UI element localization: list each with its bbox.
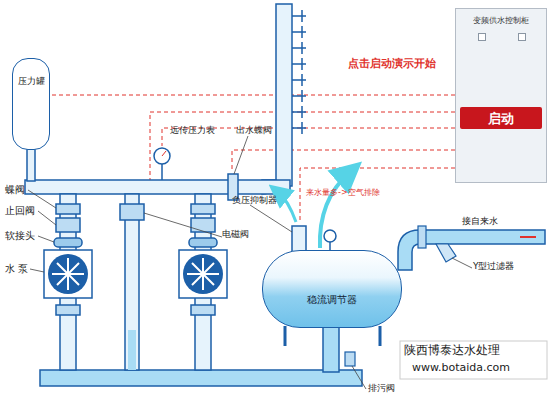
part-label: 水 泵 bbox=[5, 263, 28, 274]
leader-line bbox=[452, 258, 472, 268]
part-label: 蝶阀 bbox=[5, 184, 25, 195]
indicator-lamp bbox=[518, 33, 526, 41]
watermark: www.botaida.com bbox=[412, 362, 510, 374]
tank-neck bbox=[27, 148, 35, 181]
gauge-needle bbox=[162, 151, 166, 156]
part-label: 软接头 bbox=[5, 230, 35, 241]
part-label: 排污阀 bbox=[368, 384, 395, 394]
start-button: 启动 bbox=[460, 107, 542, 129]
riser-taps bbox=[292, 10, 306, 134]
air-arrow bbox=[278, 192, 296, 222]
butterfly-valve bbox=[191, 204, 215, 214]
node-text: 启动 bbox=[460, 110, 542, 128]
pump-inlet-valve bbox=[56, 305, 80, 315]
tank-gauge bbox=[324, 230, 336, 242]
pump-housing bbox=[179, 250, 227, 298]
suppressor bbox=[292, 226, 306, 252]
node-text: 变频供水控制柜 bbox=[456, 15, 546, 26]
leader-line bbox=[352, 366, 366, 389]
part-label: 出水蝶阀 bbox=[236, 126, 272, 136]
pump-symbol bbox=[48, 254, 88, 294]
soft-joint bbox=[189, 238, 217, 247]
check-valve bbox=[56, 218, 80, 232]
leader-line bbox=[38, 236, 54, 242]
soft-joint bbox=[54, 238, 82, 247]
leader-line bbox=[250, 205, 292, 232]
control-wire bbox=[232, 150, 455, 172]
inlet-valve bbox=[418, 226, 426, 248]
gauge-stem bbox=[161, 164, 163, 180]
suction-pipe bbox=[40, 370, 362, 386]
instruction-text: 点击启动演示开始 bbox=[348, 58, 436, 70]
leader-line bbox=[234, 136, 248, 174]
note-text: 来水量多->空气排除 bbox=[306, 189, 380, 198]
pump-housing bbox=[44, 250, 92, 298]
pump-blades bbox=[52, 258, 84, 290]
solenoid-valve bbox=[120, 204, 144, 220]
butterfly-valve bbox=[56, 204, 80, 214]
flow-stabilizer: 稳流调节器 bbox=[262, 250, 402, 328]
y-filter bbox=[436, 244, 456, 262]
air-arrow bbox=[320, 172, 350, 248]
part-label: Y型过滤器 bbox=[473, 262, 515, 272]
part-label: 远传压力表 bbox=[170, 126, 215, 136]
pressure-tank: 压力罐 bbox=[12, 58, 50, 150]
node-text: 压力罐 bbox=[13, 75, 49, 88]
pump-inlet-valve bbox=[191, 305, 215, 315]
control-wires bbox=[40, 95, 455, 222]
part-label: 电磁阀 bbox=[222, 230, 249, 240]
check-valve bbox=[191, 218, 215, 232]
part-label: 接自来水 bbox=[462, 217, 498, 227]
bypass-water bbox=[128, 330, 136, 370]
riser-pipe bbox=[276, 4, 292, 186]
leader-line bbox=[144, 213, 222, 237]
stabilizer-outlet bbox=[323, 326, 339, 372]
node-text: 稳流调节器 bbox=[263, 293, 401, 307]
header-pipe bbox=[25, 180, 290, 194]
leader-line bbox=[30, 269, 44, 272]
watermark: 陕西博泰达水处理 bbox=[404, 344, 500, 357]
part-label: 负压抑制器 bbox=[232, 196, 277, 206]
leader-line bbox=[38, 211, 56, 225]
part-label: 止回阀 bbox=[5, 205, 35, 216]
pump-symbol bbox=[183, 254, 223, 294]
tap-valve bbox=[301, 10, 303, 134]
control-cabinet: 变频供水控制柜启动 bbox=[455, 8, 547, 183]
drain-valve bbox=[345, 352, 355, 366]
stabilizer-legs bbox=[285, 326, 380, 346]
tap-line bbox=[292, 16, 306, 128]
flow-arrow bbox=[520, 236, 536, 238]
pressure-gauge bbox=[154, 148, 170, 164]
indicator-lamp bbox=[478, 33, 486, 41]
pump-blades bbox=[187, 258, 219, 290]
watermark-box bbox=[400, 341, 547, 379]
